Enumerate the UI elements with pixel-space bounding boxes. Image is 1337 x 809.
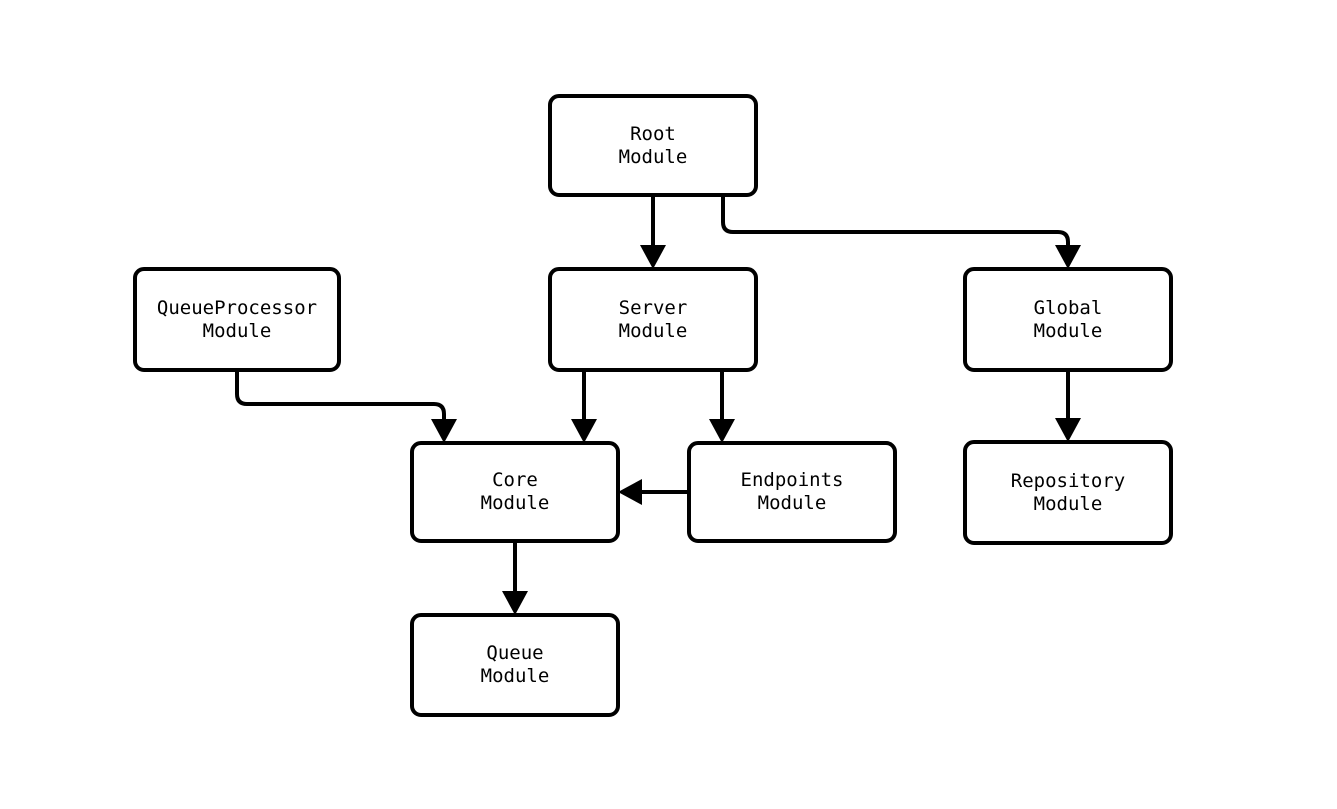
- node-endpoints-module[interactable]: Endpoints Module: [687, 441, 897, 543]
- node-global-module[interactable]: Global Module: [963, 267, 1173, 372]
- edge-queueprocessor-to-core: [235, 372, 457, 443]
- node-core-module-label-line2: Module: [480, 492, 550, 514]
- edge-server-to-endpoints: [709, 372, 735, 443]
- node-repository-module-label-line2: Module: [1033, 492, 1103, 515]
- edge-endpoints-to-core: [618, 479, 689, 505]
- node-queueprocessor-module-label-line1: QueueProcessor: [156, 296, 318, 319]
- node-global-module-label-line2: Module: [1033, 319, 1103, 342]
- node-core-module[interactable]: Core Module: [410, 441, 620, 543]
- node-repository-module[interactable]: Repository Module: [963, 440, 1173, 545]
- edge-core-to-queue: [502, 543, 528, 615]
- node-queueprocessor-module-label-line2: Module: [202, 319, 272, 342]
- node-repository-module-label-line1: Repository: [1010, 469, 1126, 492]
- node-queueprocessor-module[interactable]: QueueProcessor Module: [133, 267, 341, 372]
- node-root-module[interactable]: Root Module: [548, 94, 758, 197]
- node-server-module[interactable]: Server Module: [548, 267, 758, 372]
- edge-root-to-global: [721, 197, 1081, 269]
- node-server-module-label-line2: Module: [618, 319, 688, 342]
- node-root-module-label-line2: Module: [618, 145, 688, 168]
- node-queue-module-label-line1: Queue: [486, 642, 544, 664]
- edge-root-to-server: [640, 197, 666, 269]
- edge-global-to-repository: [1055, 372, 1081, 442]
- node-queue-module-label-line2: Module: [480, 665, 550, 687]
- node-global-module-label-line1: Global: [1033, 296, 1103, 319]
- node-endpoints-module-label-line2: Module: [757, 492, 827, 514]
- node-queue-module[interactable]: Queue Module: [410, 613, 620, 717]
- node-endpoints-module-label-line1: Endpoints: [740, 469, 844, 491]
- node-root-module-label-line1: Root: [630, 122, 676, 145]
- edge-server-to-core: [571, 372, 597, 443]
- node-core-module-label-line1: Core: [492, 469, 538, 491]
- node-server-module-label-line1: Server: [618, 296, 688, 319]
